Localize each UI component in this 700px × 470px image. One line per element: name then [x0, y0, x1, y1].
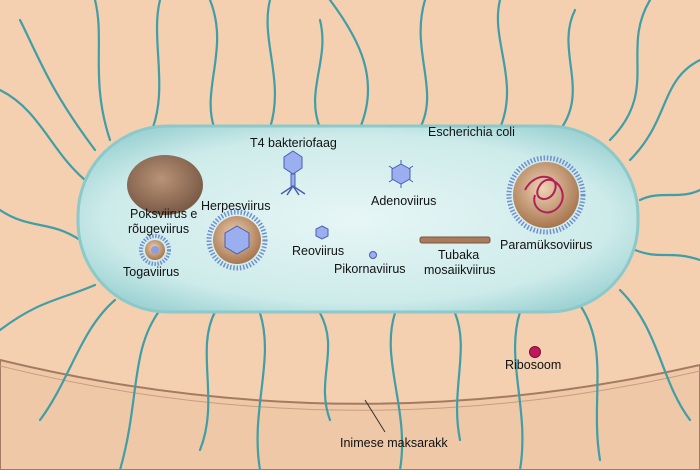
label-poxvirus-line2: rõugeviirus: [128, 222, 189, 236]
label-poxvirus-line1: Poksviirus e: [130, 207, 197, 221]
label-herpesvirus: Herpesviirus: [201, 199, 270, 213]
t4-bacteriophage: [280, 150, 306, 196]
herpesvirus: [206, 209, 268, 271]
label-ribosome: Ribosoom: [505, 358, 561, 372]
picornavirus: [369, 251, 377, 259]
liver-cell-membrane: [0, 358, 700, 470]
label-tmv-line1: Tubaka: [438, 248, 479, 262]
paramyxovirus: [506, 155, 586, 235]
liver-cell-pointer: [364, 399, 386, 433]
togavirus: [139, 234, 171, 266]
label-t4-bacteriophage: T4 bakteriofaag: [250, 136, 337, 150]
tobacco-mosaic-virus: [419, 236, 491, 244]
poxvirus: [127, 155, 203, 215]
label-escherichia-coli: Escherichia coli: [428, 125, 515, 139]
escherichia-coli-bacterium: [76, 124, 640, 314]
label-adenovirus: Adenoviirus: [371, 194, 436, 208]
label-tmv-line2: mosaiikviirus: [424, 263, 496, 277]
label-human-liver-cell: Inimese maksarakk: [340, 436, 448, 450]
ribosome: [529, 346, 541, 358]
reovirus: [315, 225, 329, 240]
label-togavirus: Togaviirus: [123, 265, 179, 279]
label-reovirus: Reoviirus: [292, 244, 344, 258]
label-picornavirus: Pikornaviirus: [334, 262, 406, 276]
label-paramyxovirus: Paramüksoviirus: [500, 238, 592, 252]
adenovirus: [388, 160, 414, 188]
